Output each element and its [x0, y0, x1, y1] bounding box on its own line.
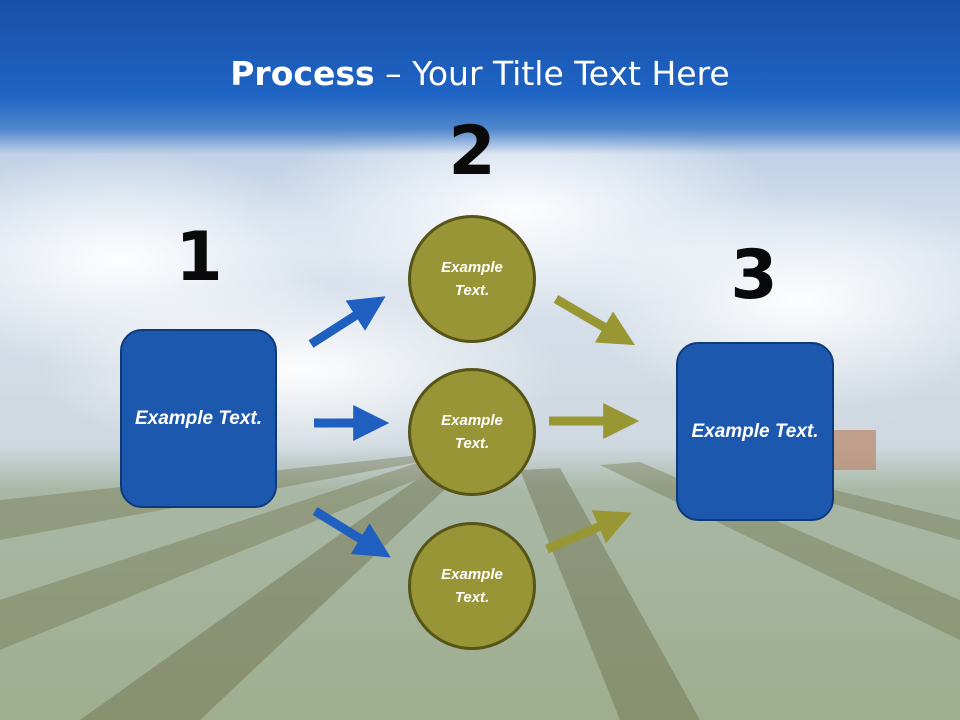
circle-top-label: Example Text. — [441, 259, 503, 299]
circle-middle-label: Example Text. — [441, 412, 503, 452]
step-number-3: 3 — [730, 236, 778, 315]
title-rest: Your Title Text Here — [412, 54, 730, 93]
title-bold: Process — [230, 54, 375, 93]
step-3-box: Example Text. — [676, 342, 834, 521]
step-number-1: 1 — [175, 218, 223, 297]
step-2-circle-top: Example Text. — [408, 215, 536, 343]
slide-title: Process – Your Title Text Here — [0, 50, 960, 98]
step-1-box: Example Text. — [120, 329, 277, 508]
title-dash: – — [374, 54, 413, 93]
step-2-circle-bottom: Example Text. — [408, 522, 536, 650]
circle-bottom-label: Example Text. — [441, 566, 503, 606]
step-3-label: Example Text. — [691, 421, 819, 442]
step-number-2: 2 — [448, 112, 496, 191]
step-2-circle-middle: Example Text. — [408, 368, 536, 496]
step-1-label: Example Text. — [134, 408, 263, 429]
